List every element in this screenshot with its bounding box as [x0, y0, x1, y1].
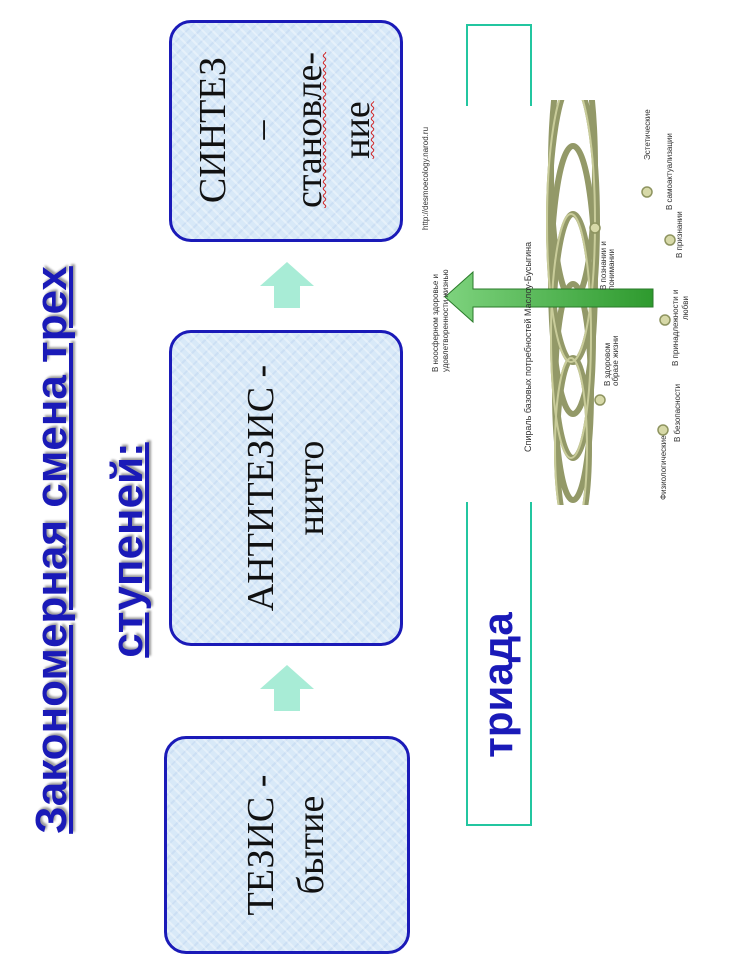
slide-title-line1: Закономерная смена трех — [27, 266, 76, 834]
spiral-url: http://desmoecology.narod.ru — [421, 126, 430, 230]
thesis-box: ТЕЗИС - бытие — [164, 736, 410, 954]
synthesis-line2: – — [240, 120, 282, 140]
spiral-level-5: В самоактуализации — [665, 133, 674, 210]
synthesis-line1: СИНТЕЗ — [192, 56, 234, 204]
spiral-axis-label: Спираль базовых потребностей Маслоу-Бусы… — [523, 241, 533, 452]
slide-title: Закономерная смена трех ступеней: — [10, 130, 170, 970]
synthesis-line3: становле- — [288, 51, 330, 209]
antithesis-line1: АНТИТЕЗИС - — [240, 364, 282, 612]
synthesis-text: СИНТЕЗ – становле- ние — [182, 10, 388, 250]
spiral-level-4: В признании — [675, 211, 684, 258]
thesis-line2: бытие — [290, 795, 332, 895]
triada-label: триада — [474, 612, 521, 758]
thesis-line1: ТЕЗИС - — [240, 774, 282, 916]
antithesis-text: АНТИТЕЗИС - ничто — [237, 344, 335, 632]
synthesis-box: СИНТЕЗ – становле- ние — [169, 20, 403, 242]
slide-title-line2: ступеней: — [103, 442, 152, 658]
antithesis-line2: ничто — [290, 440, 332, 536]
spiral-level-10: понимании — [607, 249, 616, 290]
spiral-top-label-2: удовлетворенности жизнью — [441, 269, 450, 372]
spiral-top-label-1: В ноосферном здоровье и — [431, 273, 440, 372]
synthesis-line4: ние — [336, 101, 378, 159]
spiral-graphic — [444, 33, 676, 541]
spiral-level-3: любви — [681, 296, 690, 320]
spiral-level-2: В принадлежности и — [671, 289, 680, 366]
thesis-text: ТЕЗИС - бытие — [233, 725, 339, 965]
spiral-level-0: Физиологические — [659, 435, 668, 500]
triada-frame — [466, 24, 532, 826]
spiral-level-6: Эстетические — [643, 109, 652, 160]
arrow-up-icon — [260, 262, 314, 308]
spiral-level-1: В безопасности — [673, 383, 682, 442]
antithesis-box: АНТИТЕЗИС - ничто — [169, 330, 403, 646]
maslow-spiral-figure: http://desmoecology.narod.ru В ноосферно… — [415, 33, 715, 541]
arrow-up-icon — [260, 665, 314, 711]
spiral-level-8: образе жизни — [611, 335, 620, 386]
